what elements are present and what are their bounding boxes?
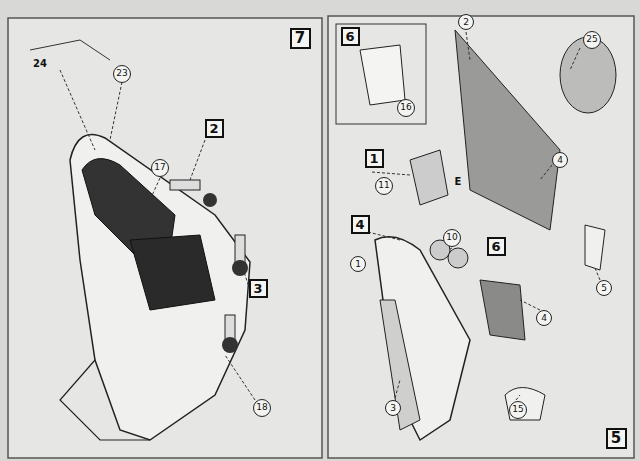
callout-text: 5 <box>611 431 621 446</box>
step-box: 4 <box>351 215 370 234</box>
inset-frame <box>336 24 426 124</box>
wing <box>380 300 420 430</box>
callout-text: 25 <box>586 35 597 44</box>
callout-text: 4 <box>541 314 547 323</box>
wheel <box>222 337 238 353</box>
step-box: 3 <box>249 279 268 298</box>
step-box: 6 <box>487 237 506 256</box>
part-letter: E <box>454 177 463 187</box>
right-page <box>328 16 634 458</box>
leader-line <box>368 32 600 400</box>
fin-part <box>585 225 605 270</box>
callout-text: 3 <box>390 404 396 413</box>
step-box: 1 <box>365 149 384 168</box>
callout-number: 18 <box>253 399 271 417</box>
callout-number: 4 <box>552 152 568 168</box>
callout-text: 4 <box>557 156 563 165</box>
callout-text: 6 <box>491 240 500 253</box>
callout-number: 23 <box>113 65 131 83</box>
cabin-window <box>130 235 215 310</box>
fuselage-half <box>455 30 560 230</box>
wheel <box>232 260 248 276</box>
callout-text: 6 <box>345 30 354 43</box>
callout-number: 4 <box>536 310 552 326</box>
callout-text: 7 <box>295 31 305 46</box>
gear-leg <box>225 315 235 340</box>
callout-number: 5 <box>596 280 612 296</box>
wheel <box>203 193 217 207</box>
callout-number: 16 <box>397 99 415 117</box>
callout-text: 17 <box>154 163 165 172</box>
fuselage-half <box>375 237 470 440</box>
callout-text: 3 <box>253 282 262 295</box>
callout-text: 1 <box>369 152 378 165</box>
gear-leg <box>170 180 200 190</box>
callout-text: 2 <box>463 18 469 27</box>
step-box: 2 <box>205 119 224 138</box>
callout-text: 23 <box>116 69 127 78</box>
callout-text: 18 <box>256 403 267 412</box>
nose-part <box>505 388 545 421</box>
landing-gear <box>170 180 248 353</box>
leader-line <box>60 70 255 400</box>
callout-number: 10 <box>443 229 461 247</box>
part-letter: 24 <box>32 59 48 69</box>
callout-number: 3 <box>385 400 401 416</box>
callout-text: 11 <box>378 181 389 190</box>
engine <box>448 248 468 268</box>
callout-number: 1 <box>350 256 366 272</box>
callout-text: 2 <box>209 122 218 135</box>
page-number: 7 <box>290 28 311 49</box>
fuselage <box>70 134 250 440</box>
callout-number: 25 <box>583 31 601 49</box>
callout-number: 11 <box>375 177 393 195</box>
page-number: 5 <box>606 428 627 449</box>
callout-text: 16 <box>400 103 411 112</box>
callout-text: 5 <box>601 284 607 293</box>
left-page <box>8 18 322 458</box>
callout-number: 17 <box>151 159 169 177</box>
callout-number: 15 <box>509 401 527 419</box>
callout-text: 10 <box>446 233 457 242</box>
step-box: 6 <box>341 27 360 46</box>
gear-leg <box>235 235 245 263</box>
cockpit-part <box>410 150 448 205</box>
panel-part <box>480 280 525 340</box>
callout-text: 1 <box>355 260 361 269</box>
wing-edge <box>60 360 150 440</box>
callout-text: 4 <box>355 218 364 231</box>
antenna-part <box>30 40 110 60</box>
callout-number: 2 <box>458 14 474 30</box>
callout-text: 15 <box>512 405 523 414</box>
inset-part <box>360 45 405 105</box>
